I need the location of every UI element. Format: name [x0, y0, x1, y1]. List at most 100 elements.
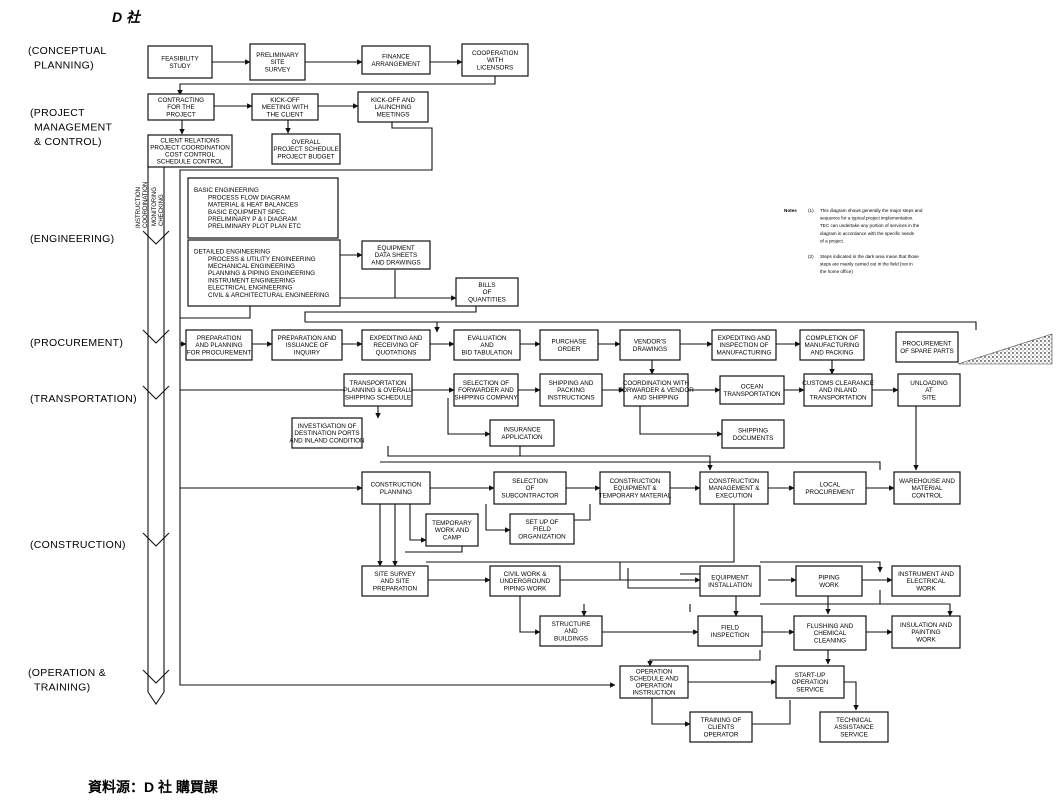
box-frame — [891, 615, 961, 649]
box-frame — [619, 329, 681, 361]
phase-label-line: (ENGINEERING) — [30, 233, 114, 245]
box-text-line: PREPARATION — [373, 585, 418, 592]
box-text-line: EQUIPMENT — [377, 245, 415, 252]
box-text-line: PRELIMINARY — [256, 52, 299, 59]
box-text-line: PROJECT SCHEDULE — [273, 146, 338, 153]
box-frame — [249, 43, 306, 81]
box-frame — [291, 417, 363, 449]
box-text-line: SITE — [271, 59, 285, 66]
box-frame — [539, 373, 603, 407]
box-text-line: COST CONTROL — [165, 152, 215, 159]
box-text-line: SITE — [922, 394, 936, 401]
box-text-line: PROJECT COORDINATION — [150, 145, 230, 152]
box-text-line: OPERATION — [636, 683, 673, 690]
box-text-line: TRANSPORTATION — [723, 391, 780, 398]
box-text-line: PROJECT BUDGET — [277, 153, 334, 160]
box-text-line: INQUIRY — [294, 349, 321, 356]
vertical-label-line: COORDINATION — [143, 182, 149, 228]
box-text-line: BASIC EQUIPMENT SPEC. — [208, 209, 287, 216]
connectors — [177, 59, 977, 727]
box-text-line: EQUIPMENT — [711, 575, 749, 582]
box-text-line: SURVEY — [265, 66, 292, 73]
box-text-line: FINANCE — [382, 54, 410, 61]
box-text-line: AND DRAWINGS — [371, 259, 420, 266]
box-text-line: CUSTOMS CLEARANCE — [802, 380, 874, 387]
box-text-line: FOR THE — [167, 104, 195, 111]
box-text-line: CONSTRUCTION — [610, 478, 661, 485]
phase-label-line: (CONSTRUCTION) — [30, 539, 126, 551]
box-text-line: ISSUANCE OF — [286, 342, 329, 349]
note-line: TEC can undertake any portion of service… — [820, 223, 920, 228]
box-frame — [697, 615, 763, 647]
box-text-line: PRELIMINARY PLOT PLAN ETC — [208, 223, 302, 230]
box-text-line: FOR PROCUREMENT — [187, 349, 252, 356]
box-frame — [187, 239, 341, 307]
box-text-line: EXECUTION — [716, 492, 753, 499]
box-text-line: CAMP — [443, 534, 461, 541]
box-text-line: STUDY — [169, 63, 191, 70]
box-frame — [891, 565, 961, 597]
box-text-line: KICK-OFF — [270, 97, 300, 104]
box-text-line: STRUCTURE — [552, 621, 591, 628]
box-frame — [699, 565, 761, 597]
box-text-line: SELECTION OF — [463, 380, 509, 387]
box-text-line: COMPLETION OF — [806, 335, 858, 342]
vertical-label-line: MONITORING — [152, 187, 158, 226]
box-text-line: FEASIBILITY — [161, 56, 199, 63]
box-text-line: COORDINATION WITH — [623, 380, 690, 387]
box-text-line: TEMPORARY — [432, 520, 473, 527]
box-text-line: PROCUREMENT — [902, 341, 951, 348]
box-frame — [493, 471, 567, 505]
box-text-line: AND — [480, 342, 494, 349]
box-text-line: LAUNCHING — [374, 104, 411, 111]
box-frame — [893, 471, 961, 505]
box-frame — [455, 277, 519, 307]
box-frame — [271, 133, 341, 165]
box-text-line: TECHNICAL — [836, 717, 872, 724]
box-text-line: INSPECTION — [711, 632, 750, 639]
box-text-line: PIPING — [818, 575, 839, 582]
box-text-line: AND SITE — [380, 578, 409, 585]
note-line: steps are mainly carried out in the fiel… — [820, 262, 913, 267]
box-text-line: AND SHIPPING — [633, 394, 678, 401]
box-text-line: OF — [483, 289, 492, 296]
box-text-line: WORK — [819, 582, 839, 589]
box-text-line: VENDOR'S — [634, 339, 666, 346]
box-frame — [793, 471, 867, 505]
box-text-line: DATA SHEETS — [375, 252, 417, 259]
box-frame — [361, 329, 431, 361]
box-frame — [361, 240, 431, 270]
box-frame — [361, 565, 429, 597]
box-text-line: TRAINING OF — [701, 717, 742, 724]
box-text-line: SELECTION — [512, 478, 548, 485]
box-text-line: CIVIL & ARCHITECTURAL ENGINEERING — [208, 292, 329, 299]
box-text-line: WORK — [916, 636, 936, 643]
box-text-line: INSTRUCTION — [632, 690, 675, 697]
note-line: of a project. — [820, 238, 844, 243]
box-text-line: SHIPPING SCHEDULE — [345, 394, 411, 401]
notes-title: Notes — [784, 208, 797, 213]
box-text-line: APPLICATION — [501, 434, 543, 441]
box-text-line: QUOTATIONS — [376, 349, 417, 356]
box-text-line: RECEIVING OF — [373, 342, 418, 349]
phase-label-line: (OPERATION & — [28, 667, 106, 679]
phase-label-line: & CONTROL) — [34, 136, 102, 148]
box-text-line: INSTALLATION — [708, 582, 752, 589]
box-text-line: AT — [925, 387, 933, 394]
box-text-line: CLIENT RELATIONS — [160, 138, 219, 145]
box-text-line: CONTROL — [912, 492, 943, 499]
